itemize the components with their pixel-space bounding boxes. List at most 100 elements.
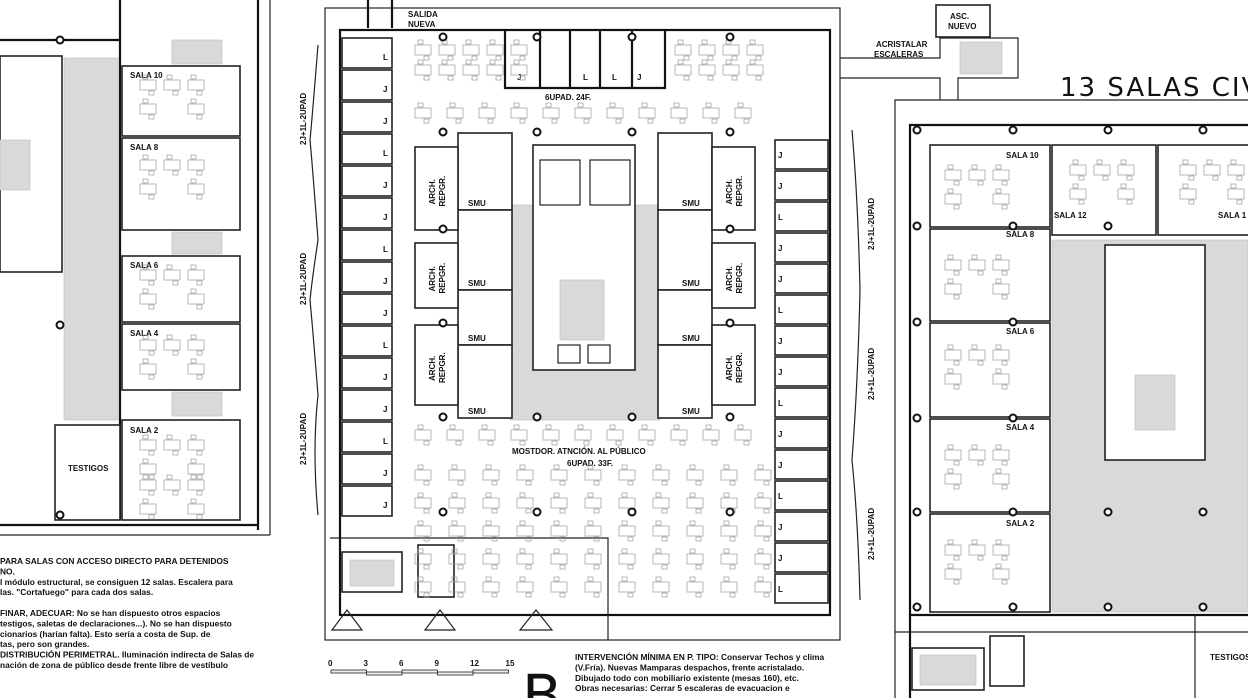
- office-mark: J: [383, 501, 387, 510]
- desk: [992, 349, 1010, 361]
- chair: [142, 458, 149, 464]
- connector-corridor: [840, 37, 1019, 100]
- column: [1008, 125, 1018, 135]
- column: [725, 507, 735, 517]
- desk: [1117, 188, 1135, 200]
- chair: [615, 118, 622, 124]
- desk: [448, 497, 466, 509]
- desk: [478, 429, 496, 441]
- chair: [1001, 360, 1008, 366]
- chair: [689, 492, 696, 498]
- desk: [574, 429, 592, 441]
- chair: [423, 508, 430, 514]
- desk: [187, 479, 205, 491]
- desk: [686, 525, 704, 537]
- desk: [550, 469, 568, 481]
- desk: [618, 469, 636, 481]
- desk: [698, 64, 716, 76]
- column: [532, 127, 542, 137]
- desk: [550, 581, 568, 593]
- desk: [163, 159, 181, 171]
- chair: [1001, 270, 1008, 276]
- desk: [674, 44, 692, 56]
- chair: [583, 440, 590, 446]
- structural-columns: [55, 32, 1208, 612]
- office: [774, 387, 829, 418]
- chair: [491, 564, 498, 570]
- office: [341, 133, 393, 165]
- office-mark: L: [383, 149, 388, 158]
- note-line: PARA SALAS CON ACCESO DIRECTO PARA DETEN…: [0, 556, 229, 566]
- desk: [734, 429, 752, 441]
- chair: [641, 102, 648, 108]
- chair: [947, 278, 954, 284]
- column: [438, 32, 448, 42]
- chair: [947, 468, 954, 474]
- office-mark: J: [778, 368, 782, 377]
- desk: [139, 463, 157, 475]
- office-mark: J: [778, 244, 782, 253]
- office: [341, 357, 393, 389]
- chair: [457, 536, 464, 542]
- chair: [953, 579, 960, 585]
- smu-room: [457, 344, 513, 419]
- chair: [621, 520, 628, 526]
- office-mark: L: [778, 492, 783, 501]
- desk: [618, 553, 636, 565]
- desk: [414, 525, 432, 537]
- office: [774, 170, 829, 201]
- chair: [705, 102, 712, 108]
- note-line: Dibujado todo con mobiliario existente (…: [575, 673, 799, 683]
- chair: [729, 592, 736, 598]
- left-sala-10: [121, 65, 241, 137]
- column: [1198, 507, 1208, 517]
- chair: [995, 539, 1002, 545]
- chair: [559, 508, 566, 514]
- office-mark: J: [637, 73, 641, 82]
- left-testigos-room: [54, 424, 121, 521]
- right-dimension-brace: [851, 129, 861, 601]
- chair: [679, 440, 686, 446]
- desk: [638, 429, 656, 441]
- desk: [1179, 188, 1197, 200]
- chair: [661, 564, 668, 570]
- chair: [148, 450, 155, 456]
- desk: [448, 581, 466, 593]
- sala-label: SALA 10: [1006, 151, 1039, 160]
- left-stair-1: [171, 231, 223, 255]
- smu-label: SMU: [682, 199, 700, 208]
- office: [774, 449, 829, 480]
- chair: [577, 424, 584, 430]
- chair: [559, 536, 566, 542]
- office: [774, 263, 829, 294]
- desk: [482, 553, 500, 565]
- chair: [172, 90, 179, 96]
- chair: [166, 434, 173, 440]
- chair: [705, 424, 712, 430]
- right-sala-2: [929, 513, 1051, 613]
- desk: [1179, 164, 1197, 176]
- chair: [441, 59, 448, 65]
- desk: [187, 269, 205, 281]
- chair: [148, 194, 155, 200]
- chair: [142, 334, 149, 340]
- chair: [749, 59, 756, 65]
- office: [341, 325, 393, 357]
- chair: [723, 464, 730, 470]
- desk: [139, 339, 157, 351]
- chair: [1230, 183, 1237, 189]
- archive-room: [711, 146, 756, 231]
- chair: [417, 520, 424, 526]
- sala-label: SALA 4: [1006, 423, 1035, 432]
- desk: [139, 479, 157, 491]
- chair: [977, 180, 984, 186]
- office: [341, 101, 393, 133]
- chair: [449, 102, 456, 108]
- chair: [455, 440, 462, 446]
- desk: [720, 581, 738, 593]
- chair: [172, 490, 179, 496]
- chair: [471, 55, 478, 61]
